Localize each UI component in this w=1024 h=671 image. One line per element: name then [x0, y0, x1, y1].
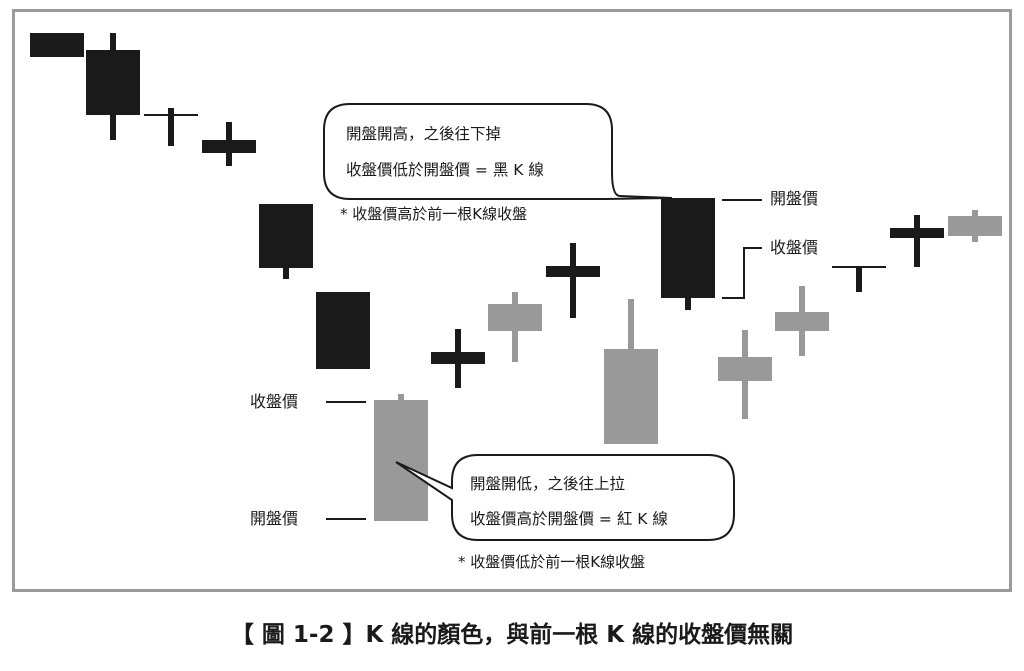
candle-wick	[570, 243, 576, 318]
figure-caption: 【 圖 1-2 】K 線的顏色，與前一根 K 線的收盤價無關	[230, 622, 794, 648]
candle-body	[775, 312, 829, 331]
bottom-close-label: 收盤價	[250, 392, 299, 411]
red-candle	[374, 394, 428, 521]
candle-wick	[856, 266, 862, 292]
top-open-label: 開盤價	[770, 189, 819, 208]
black-candle	[144, 108, 198, 146]
black-candle	[30, 33, 84, 57]
candle-body	[374, 400, 428, 521]
bottom-callout-note: * 收盤價低於前一根K線收盤	[458, 553, 646, 571]
candle-body	[30, 33, 84, 57]
candle-body	[488, 304, 542, 331]
candle-body	[832, 266, 886, 268]
red-candle	[948, 210, 1002, 242]
candle-body	[890, 228, 944, 238]
black-candle	[832, 266, 886, 292]
black-candle	[316, 292, 370, 369]
black-candle	[890, 215, 944, 267]
top-callout-bubble	[323, 103, 673, 200]
candle-body	[661, 198, 715, 298]
red-candle	[718, 330, 772, 419]
black-candle	[202, 122, 256, 166]
candle-body	[316, 292, 370, 369]
bottom-open-label: 開盤價	[250, 509, 299, 528]
black-candle	[661, 198, 715, 310]
bottom-callout-line2: 收盤價高於開盤價 = 紅 K 線	[470, 510, 668, 528]
black-candle	[431, 329, 485, 388]
candle-body	[948, 216, 1002, 236]
candle-body	[144, 114, 198, 116]
candle-body	[431, 352, 485, 364]
black-candle	[259, 204, 313, 279]
top-close-label: 收盤價	[770, 238, 819, 257]
top-close-leader	[722, 247, 762, 299]
candle-wick	[914, 215, 920, 267]
black-candle	[86, 33, 140, 140]
bottom-callout-line1: 開盤開低，之後往上拉	[470, 475, 626, 493]
red-candle	[775, 286, 829, 356]
black-candle	[546, 243, 600, 318]
bottom-callout-bubble	[395, 454, 735, 541]
top-callout-line2: 收盤價低於開盤價 = 黑 K 線	[346, 161, 544, 179]
top-callout-line1: 開盤開高，之後往下掉	[346, 125, 502, 143]
candle-body	[259, 204, 313, 268]
candle-body	[718, 357, 772, 381]
red-candle	[604, 299, 658, 444]
candle-body	[604, 349, 658, 444]
candle-body	[86, 50, 140, 115]
candle-body	[546, 266, 600, 277]
candle-wick	[168, 108, 174, 146]
top-callout-note: * 收盤價高於前一根K線收盤	[340, 205, 528, 223]
red-candle	[488, 292, 542, 362]
candle-body	[202, 140, 256, 153]
